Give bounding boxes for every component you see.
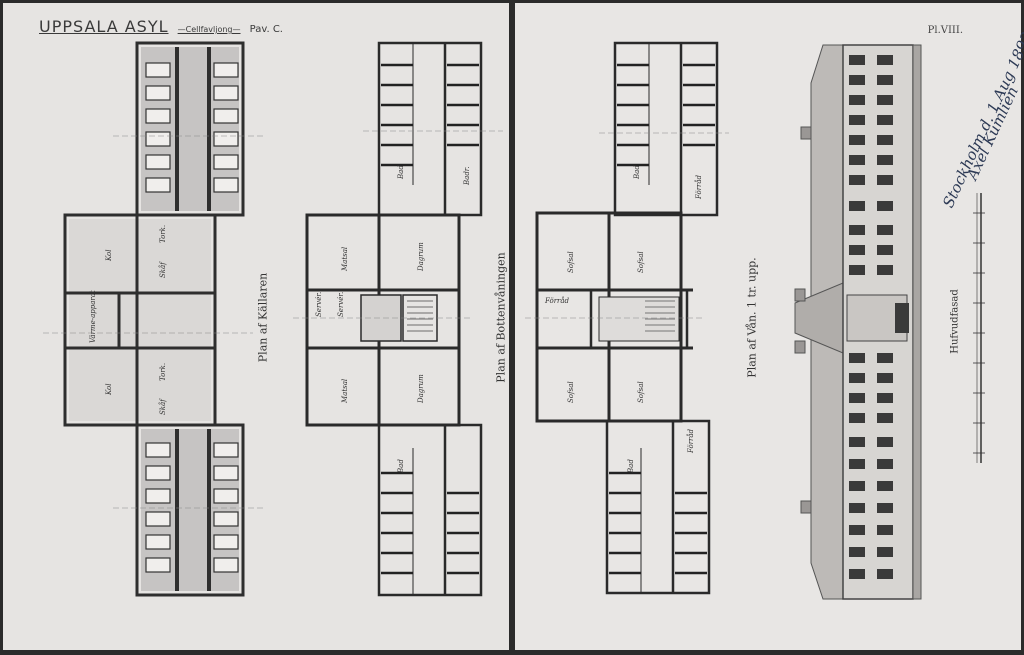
caption-facade: Hufvudfasad	[949, 289, 961, 354]
right-plans-svg: Bad Förråd Sofsal Sofsal Förråd Sofsal S…	[525, 41, 985, 600]
title-sub: —Cellfavljong—	[177, 25, 241, 34]
left-page: UPPSALA ASYL —Cellfavljong— Pav. C.	[3, 3, 509, 650]
ground-plan	[293, 41, 503, 597]
facade-windows-b	[877, 55, 893, 579]
label-kol-top: Kol	[105, 250, 113, 263]
label-badr: Badr.	[463, 166, 471, 186]
label-bad-top: Bad	[397, 165, 405, 180]
label-upper-forrad-bottom: Förråd	[686, 428, 695, 454]
label-sofsal-4: Sofsal	[637, 381, 645, 403]
label-tork-top: Tork.	[159, 225, 167, 243]
label-varme: Värme-apparat	[89, 290, 97, 343]
label-sofsal-3: Sofsal	[567, 381, 575, 403]
label-server-1: Servér.	[315, 292, 323, 317]
caption-ground: Plan af Bottenvåningen	[494, 252, 508, 383]
facade-elevation	[794, 44, 922, 600]
plate-number: Pl.VIII.	[927, 25, 963, 36]
ground-cell-walls-top	[381, 63, 479, 167]
room-labels-upper: Bad Förråd Sofsal Sofsal Förråd Sofsal S…	[544, 165, 703, 474]
label-kol-bottom: Kol	[105, 384, 113, 397]
label-upper-bad-bottom: Bad	[627, 459, 635, 474]
scale-bar	[973, 193, 985, 463]
label-dagrum-bottom: Dagrum	[417, 374, 425, 404]
label-matsal-bottom: Matsal	[341, 379, 349, 404]
basement-cells-top	[145, 62, 239, 193]
label-upper-forrad-top: Förråd	[694, 174, 703, 200]
basement-cells-bottom	[145, 442, 239, 573]
right-page: Pl.VIII.	[515, 3, 1024, 650]
upper-cell-walls-bottom	[609, 471, 707, 575]
label-skaf-bottom: Skåf	[158, 398, 167, 415]
sheet-title: UPPSALA ASYL —Cellfavljong— Pav. C.	[39, 17, 283, 36]
room-labels-basement: Kol Tork. Skåf Värme-apparat Kol Tork. S…	[89, 225, 167, 415]
label-matsal-top: Matsal	[341, 247, 349, 272]
label-skaf-top: Skåf	[158, 261, 167, 278]
label-server-2: Servér.	[337, 292, 345, 317]
label-upper-bad-top: Bad	[633, 165, 641, 180]
label-dagrum-top: Dagrum	[417, 242, 425, 272]
label-bad-bottom: Bad	[397, 459, 405, 474]
title-main: UPPSALA ASYL	[39, 17, 169, 36]
basement-plan	[43, 41, 263, 597]
label-upper-forrad-mid: Förråd	[544, 296, 570, 305]
facade-windows-a	[849, 55, 865, 579]
label-sofsal-1: Sofsal	[567, 251, 575, 273]
label-tork-bottom: Tork.	[159, 363, 167, 381]
title-pavilion: Pav. C.	[249, 24, 283, 35]
caption-basement: Plan af Källaren	[256, 272, 270, 363]
caption-upper: Plan af Vån. 1 tr. upp.	[745, 257, 759, 378]
upper-plan	[525, 41, 729, 595]
ground-cell-walls-bottom	[381, 471, 479, 575]
label-sofsal-2: Sofsal	[637, 251, 645, 273]
room-labels-ground: Bad Badr. Matsal Dagrum Servér. Servér. …	[315, 165, 471, 474]
left-plans-svg: Kol Tork. Skåf Värme-apparat Kol Tork. S…	[43, 41, 503, 597]
upper-cell-walls-top	[617, 63, 715, 167]
